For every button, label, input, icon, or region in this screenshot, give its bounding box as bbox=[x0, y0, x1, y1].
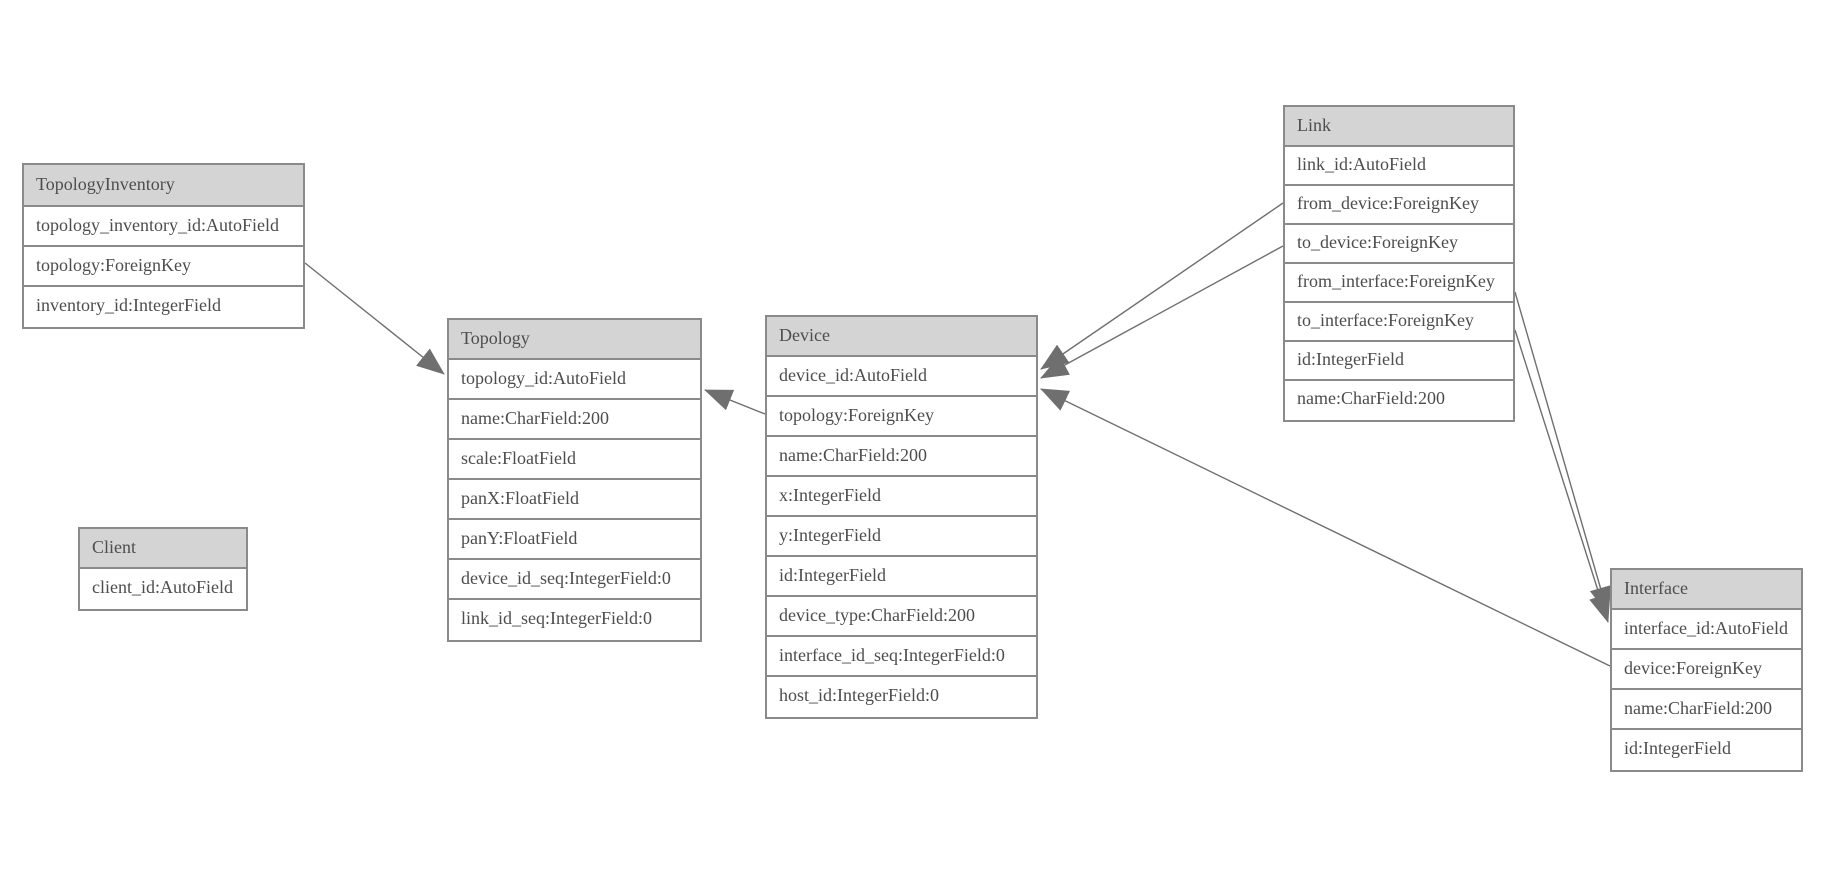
field-row-link-link_id: link_id:AutoField bbox=[1285, 147, 1513, 186]
relation-link-to_device-device bbox=[1040, 245, 1284, 379]
field-row-link-to_device: to_device:ForeignKey bbox=[1285, 225, 1513, 264]
field-row-interface-interface_id: interface_id:AutoField bbox=[1612, 610, 1801, 650]
field-row-link-from_device: from_device:ForeignKey bbox=[1285, 186, 1513, 225]
field-row-client-client_id: client_id:AutoField bbox=[80, 569, 246, 609]
field-row-topology-link_id_seq: link_id_seq:IntegerField:0 bbox=[449, 600, 700, 640]
field-row-topology-inventory-inventory_id: inventory_id:IntegerField bbox=[24, 287, 303, 327]
field-row-interface-id: id:IntegerField bbox=[1612, 730, 1801, 770]
field-row-interface-name: name:CharField:200 bbox=[1612, 690, 1801, 730]
entity-title-client: Client bbox=[80, 529, 246, 569]
entity-title-topology: Topology bbox=[449, 320, 700, 360]
field-row-interface-device: device:ForeignKey bbox=[1612, 650, 1801, 690]
relation-interface-device-device bbox=[1040, 388, 1611, 667]
relation-link-from_interface-interface bbox=[1514, 291, 1612, 615]
field-row-device-name: name:CharField:200 bbox=[767, 437, 1036, 477]
entity-title-topology-inventory: TopologyInventory bbox=[24, 165, 303, 207]
entity-title-interface: Interface bbox=[1612, 570, 1801, 610]
field-row-device-topology: topology:ForeignKey bbox=[767, 397, 1036, 437]
field-row-topology-inventory-topology: topology:ForeignKey bbox=[24, 247, 303, 287]
field-row-link-from_interface: from_interface:ForeignKey bbox=[1285, 264, 1513, 303]
field-row-topology-panY: panY:FloatField bbox=[449, 520, 700, 560]
field-row-link-name: name:CharField:200 bbox=[1285, 381, 1513, 420]
field-row-device-y: y:IntegerField bbox=[767, 517, 1036, 557]
field-row-topology-name: name:CharField:200 bbox=[449, 400, 700, 440]
relation-topologyinventory-topology bbox=[304, 262, 445, 375]
entity-title-link: Link bbox=[1285, 107, 1513, 147]
field-row-device-device_type: device_type:CharField:200 bbox=[767, 597, 1036, 637]
field-row-topology-inventory-topology_inventory_id: topology_inventory_id:AutoField bbox=[24, 207, 303, 247]
field-row-topology-scale: scale:FloatField bbox=[449, 440, 700, 480]
entity-title-device: Device bbox=[767, 317, 1036, 357]
relation-link-from_device-device bbox=[1040, 202, 1284, 370]
field-row-link-id: id:IntegerField bbox=[1285, 342, 1513, 381]
relation-link-to_interface-interface bbox=[1514, 329, 1611, 623]
field-row-device-id: id:IntegerField bbox=[767, 557, 1036, 597]
field-row-device-interface_id_seq: interface_id_seq:IntegerField:0 bbox=[767, 637, 1036, 677]
field-row-topology-topology_id: topology_id:AutoField bbox=[449, 360, 700, 400]
field-row-device-x: x:IntegerField bbox=[767, 477, 1036, 517]
relation-device-topology bbox=[704, 389, 766, 415]
field-row-device-device_id: device_id:AutoField bbox=[767, 357, 1036, 397]
field-row-topology-device_id_seq: device_id_seq:IntegerField:0 bbox=[449, 560, 700, 600]
field-row-topology-panX: panX:FloatField bbox=[449, 480, 700, 520]
field-row-link-to_interface: to_interface:ForeignKey bbox=[1285, 303, 1513, 342]
field-row-device-host_id: host_id:IntegerField:0 bbox=[767, 677, 1036, 717]
